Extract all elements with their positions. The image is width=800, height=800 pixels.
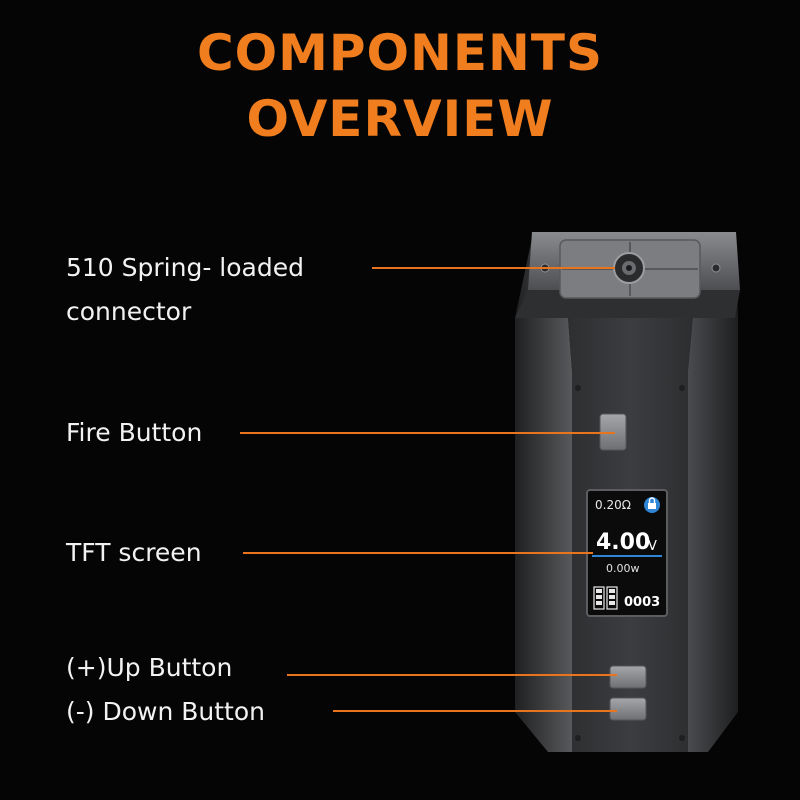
- leader-tft-screen: [243, 552, 593, 554]
- leader-fire-button: [240, 432, 615, 434]
- callout-tft-screen: TFT screen: [66, 538, 202, 567]
- callout-down-button: (-) Down Button: [66, 697, 265, 726]
- device-right-face: [688, 238, 738, 752]
- callout-connector-line-2: connector: [66, 297, 192, 326]
- title-line-2: OVERVIEW: [246, 90, 554, 148]
- callout-connector-line-1: 510 Spring- loaded: [66, 253, 304, 282]
- page-title: COMPONENTS OVERVIEW: [0, 20, 800, 152]
- screen-voltage-unit: V: [648, 539, 657, 554]
- battery-icon: [593, 586, 618, 610]
- callout-connector: 510 Spring- loaded connector: [66, 246, 304, 334]
- lock-icon: [644, 497, 660, 513]
- leader-connector: [372, 267, 615, 269]
- callout-fire-button: Fire Button: [66, 418, 203, 447]
- callout-up-button: (+)Up Button: [66, 653, 233, 682]
- leader-up-button: [287, 674, 617, 676]
- screen-resistance: 0.20Ω: [595, 498, 631, 512]
- screen-wattage: 0.00w: [606, 562, 640, 575]
- up-button[interactable]: [609, 665, 647, 689]
- down-button[interactable]: [609, 697, 647, 721]
- screen-voltage: 4.00: [596, 530, 650, 555]
- device-left-face: [515, 238, 572, 752]
- leader-down-button: [333, 710, 617, 712]
- screen-puff-counter: 0003: [624, 595, 660, 610]
- title-line-1: COMPONENTS: [196, 24, 604, 82]
